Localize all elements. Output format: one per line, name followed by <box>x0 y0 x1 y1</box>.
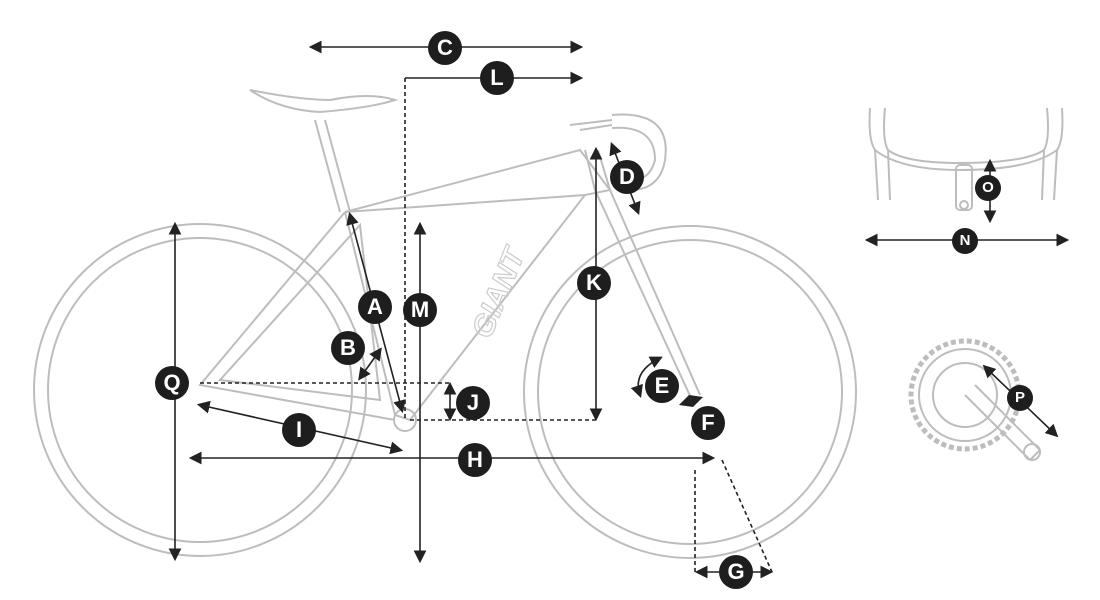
top-tube <box>344 148 612 213</box>
label-a: A <box>358 290 392 324</box>
label-g: G <box>719 555 753 589</box>
dimension-lines <box>168 40 1070 579</box>
label-f: F <box>691 406 725 440</box>
handlebar-top-view <box>868 107 891 201</box>
label-p: P <box>1007 385 1033 411</box>
bike-frame: GIANT <box>33 89 1064 559</box>
label-m: M <box>403 293 437 327</box>
label-k: K <box>577 266 611 300</box>
front-wheel <box>523 225 857 559</box>
label-e: E <box>645 369 679 403</box>
seatpost <box>314 119 351 213</box>
label-h: H <box>458 443 492 477</box>
label-d: D <box>610 160 644 194</box>
label-n: N <box>952 228 978 254</box>
label-j: J <box>456 386 490 420</box>
frame-brand-text: GIANT <box>466 241 533 342</box>
label-o: O <box>975 175 1001 201</box>
stem <box>569 119 613 131</box>
label-i: I <box>282 413 316 447</box>
label-b: B <box>331 331 365 365</box>
label-l: L <box>480 61 514 95</box>
label-c: C <box>428 31 462 65</box>
label-q: Q <box>155 366 189 400</box>
saddle <box>249 89 399 114</box>
